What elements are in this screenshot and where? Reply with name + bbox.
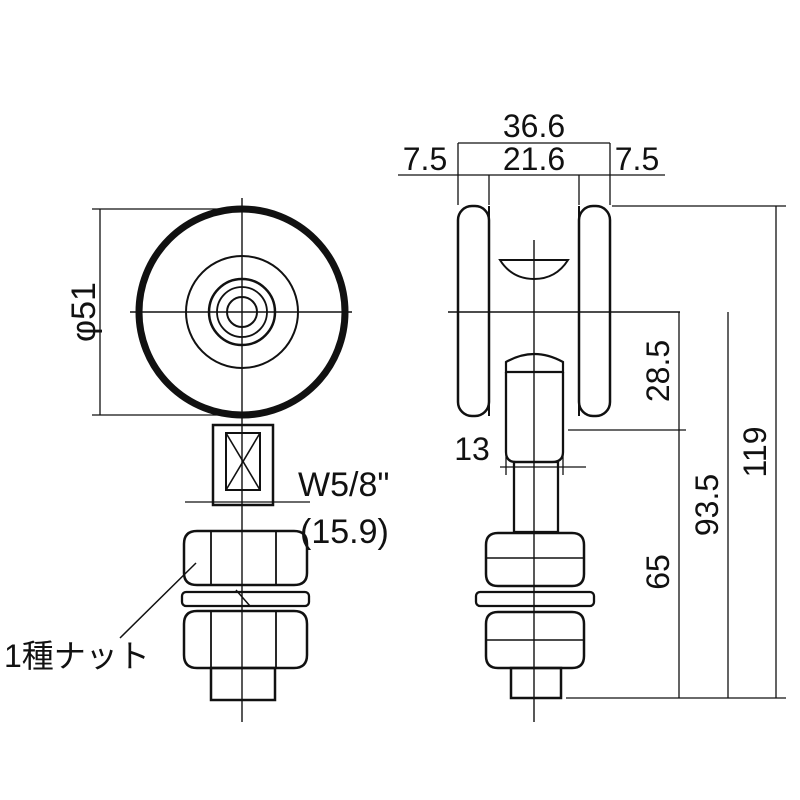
lower-nut [182,609,309,670]
nut-leader [119,562,197,639]
left-view [92,198,352,722]
thread-label: W5/8" [298,466,389,504]
nut-label: 1種ナット [4,638,150,674]
side-stud-end [509,666,563,700]
dim-28-5-label: 28.5 [640,340,676,402]
side-washer [474,590,596,608]
stud-diameter-label: 13 [454,431,490,467]
thread-mm-label: (15.9) [300,513,389,551]
stud-end [209,666,277,702]
dim-119-label: 119 [737,426,773,477]
break-mark [235,589,251,607]
side-right-label: 7.5 [615,141,659,177]
side-upper-nut [484,531,586,588]
left-flange [456,204,491,418]
center-width-label: 21.6 [503,141,565,177]
right-flange [577,204,612,418]
square-neck [211,423,275,507]
upper-nut [182,529,309,587]
washer [180,590,311,608]
dim-93-5-label: 93.5 [689,474,725,536]
side-left-label: 7.5 [403,141,447,177]
overall-width-label: 36.6 [503,108,565,144]
neck-flat-cross-2 [225,432,261,491]
stud-threaded [512,460,560,534]
side-lower-nut [484,610,586,670]
square-neck-flat [225,432,261,491]
diameter-label: φ51 [65,282,103,342]
dim-65-label: 65 [640,554,676,590]
stud-shoulder [504,352,565,374]
right-view [398,142,786,722]
